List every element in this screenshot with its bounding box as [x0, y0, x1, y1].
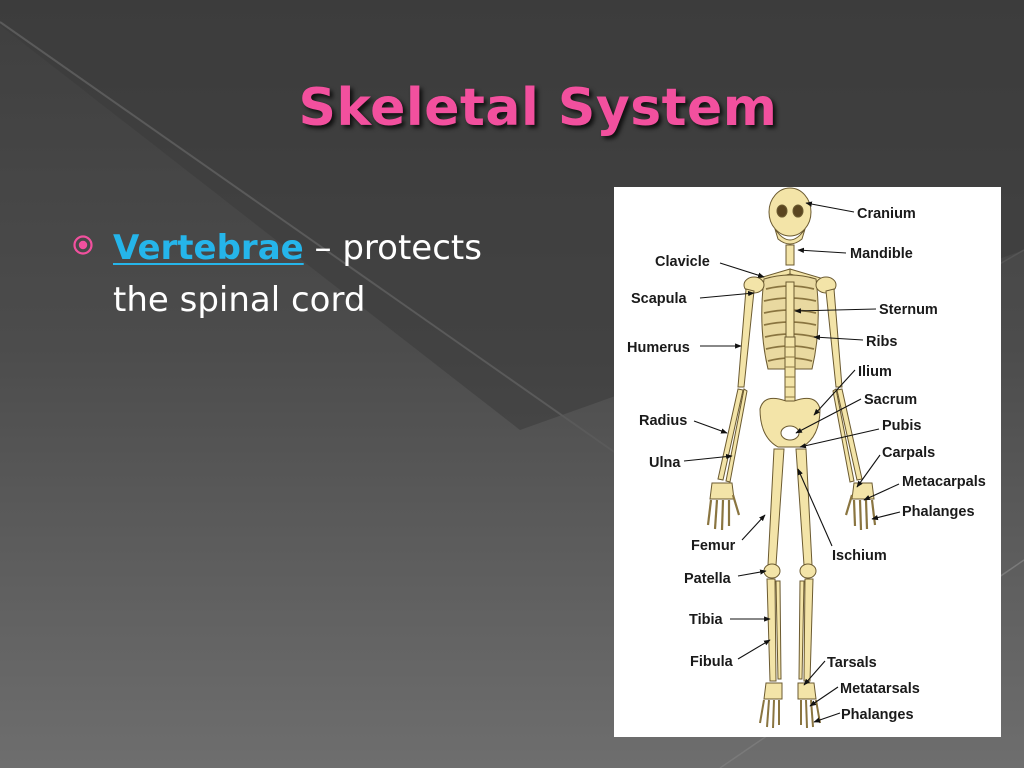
skeleton-illustration: [706, 187, 877, 729]
label-sacrum: Sacrum: [864, 392, 917, 408]
label-femur: Femur: [691, 538, 736, 554]
skeleton-diagram: Cranium Mandible Clavicle Scapula Sternu…: [614, 187, 1001, 737]
label-mandible: Mandible: [850, 246, 913, 262]
label-sternum: Sternum: [879, 302, 938, 318]
label-ilium: Ilium: [858, 364, 892, 380]
circled-dot-icon: [73, 235, 93, 255]
label-cranium: Cranium: [857, 206, 916, 222]
bullet-text: Vertebrae – protects the spinal cord: [113, 222, 523, 326]
label-fibula: Fibula: [690, 654, 734, 670]
slide-title: Skeletal System: [298, 78, 778, 138]
label-phalanges-hand: Phalanges: [902, 504, 975, 520]
label-clavicle: Clavicle: [655, 254, 710, 270]
vertebrae-link[interactable]: Vertebrae: [113, 228, 304, 268]
label-radius: Radius: [639, 413, 687, 429]
label-phalanges-foot: Phalanges: [841, 707, 914, 723]
label-carpals: Carpals: [882, 445, 935, 461]
label-metacarpals: Metacarpals: [902, 474, 986, 490]
label-ribs: Ribs: [866, 334, 897, 350]
label-patella: Patella: [684, 571, 732, 587]
label-humerus: Humerus: [627, 340, 690, 356]
bullet-description: protects the spinal cord: [113, 228, 482, 320]
bone-labels: Cranium Mandible Clavicle Scapula Sternu…: [627, 206, 986, 723]
label-tibia: Tibia: [689, 612, 724, 628]
label-scapula: Scapula: [631, 291, 688, 307]
bullet-separator: –: [303, 228, 332, 268]
label-metatarsals: Metatarsals: [840, 681, 920, 697]
label-ulna: Ulna: [649, 455, 681, 471]
label-ischium: Ischium: [832, 548, 887, 564]
label-pubis: Pubis: [882, 418, 921, 434]
label-tarsals: Tarsals: [827, 655, 877, 671]
label-pointers: [683, 201, 901, 723]
